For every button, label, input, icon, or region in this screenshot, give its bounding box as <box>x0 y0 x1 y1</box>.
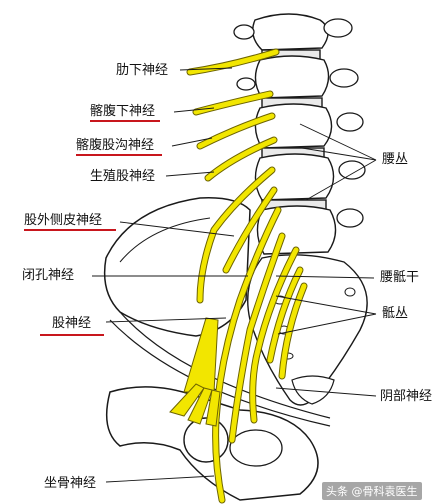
transverse-processes <box>233 18 366 228</box>
label-lumbosacral-trunk: 腰骶干 <box>380 270 420 285</box>
label-iliohypogastric-nerve: 髂腹下神经 <box>90 104 156 119</box>
obturator-foramen <box>229 429 283 467</box>
pointer-lines <box>92 67 377 483</box>
underline-lateral-femoral-cutaneous <box>24 229 116 231</box>
vertebral-column <box>252 13 337 255</box>
label-sciatic-nerve: 坐骨神经 <box>44 476 97 491</box>
label-sacral-plexus: 骶丛 <box>382 306 409 321</box>
label-subcostal-nerve: 肋下神经 <box>116 63 169 78</box>
label-obturator-nerve: 闭孔神经 <box>22 268 75 283</box>
underline-iliohypogastric <box>90 120 160 122</box>
femoral-head <box>183 417 229 463</box>
underline-femoral <box>40 334 104 336</box>
label-ilioinguinal-nerve: 髂腹股沟神经 <box>76 138 155 153</box>
coccyx <box>291 375 335 405</box>
femoral-nerve-branches <box>169 317 221 427</box>
label-lumbar-plexus: 腰丛 <box>382 152 409 167</box>
label-genitofemoral-nerve: 生殖股神经 <box>90 169 156 184</box>
label-pudendal-nerve: 阴部神经 <box>380 389 433 404</box>
label-femoral-nerve: 股神经 <box>52 316 92 331</box>
underline-ilioinguinal <box>76 154 162 156</box>
label-lateral-femoral-cutaneous-nerve: 股外侧皮神经 <box>24 213 103 228</box>
watermark: 头条 @骨科袁医生 <box>322 482 422 500</box>
